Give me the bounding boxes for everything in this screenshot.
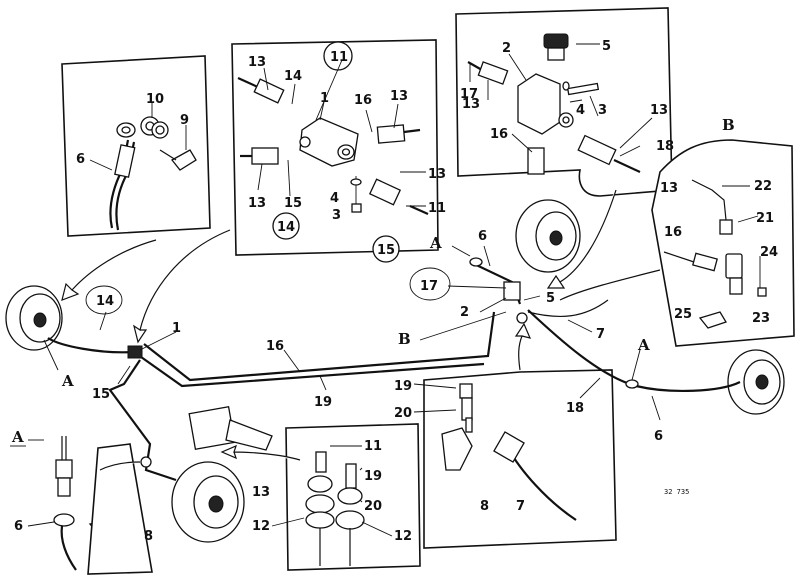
label-a: A [11,428,24,446]
label-a: A [61,372,74,390]
panel-right-bottom [413,369,617,549]
label-3: 3 [598,103,607,118]
drawing-number-stamp: 32 735 [664,488,689,496]
label-24: 24 [760,245,778,260]
label-5: 5 [546,291,555,306]
label-13: 13 [248,55,266,70]
label-2: 2 [502,41,511,56]
label-13: 13 [390,89,408,104]
label-20: 20 [364,499,382,514]
label-20: 20 [394,406,412,421]
panel-center-bottom [271,423,421,571]
label-5: 5 [602,39,611,54]
label-19: 19 [394,379,412,394]
label-16: 16 [490,127,508,142]
panel-rear-hose-detail [61,55,211,237]
label-14: 14 [284,69,302,84]
label-13: 13 [252,485,270,500]
label-21: 21 [756,211,774,226]
label-22: 22 [754,179,772,194]
label-18: 18 [566,401,584,416]
label-12: 12 [252,519,270,534]
panel-switch-detail [455,7,673,197]
label-b: B [398,330,411,348]
label-10: 10 [146,92,164,107]
label-6: 6 [14,519,23,534]
label-6: 6 [478,229,487,244]
label-a: A [429,234,442,252]
label-6: 6 [76,152,85,167]
label-4: 4 [330,191,339,206]
label-9: 9 [180,113,189,128]
label-19: 19 [364,469,382,484]
label-17: 17 [420,279,438,294]
label-15: 15 [92,387,110,402]
label-8: 8 [144,529,153,544]
label-18: 18 [656,139,674,154]
panel-a-inset [27,436,153,575]
label-6: 6 [654,429,663,444]
label-8: 8 [480,499,489,514]
label-7: 7 [516,499,525,514]
label-11: 11 [428,201,446,216]
label-23: 23 [752,311,770,326]
label-1: 1 [172,321,181,336]
main-assembly [5,199,785,543]
label-13: 13 [462,97,480,112]
label-3: 3 [332,208,341,223]
label-16: 16 [354,93,372,108]
panel-b-detail [651,139,795,347]
label-11: 11 [330,50,348,65]
label-16: 16 [266,339,284,354]
label-13: 13 [650,103,668,118]
label-1: 1 [320,91,329,106]
label-17: 17 [460,87,478,102]
label-14: 14 [96,294,114,309]
label-13: 13 [660,181,678,196]
label-19: 19 [314,395,332,410]
panel-tee-detail [231,39,439,263]
callout-arrows [61,189,661,471]
label-7: 7 [596,327,605,342]
label-11: 11 [364,439,382,454]
label-13: 13 [248,196,266,211]
label-13: 13 [428,167,446,182]
label-4: 4 [576,103,585,118]
label-2: 2 [460,305,469,320]
label-b: B [722,116,735,134]
label-a: A [637,336,650,354]
label-16: 16 [664,225,682,240]
label-15: 15 [377,243,395,258]
label-12: 12 [394,529,412,544]
label-25: 25 [674,307,692,322]
label-15: 15 [284,196,302,211]
part-labels: 10 9 6 13 14 11 1 16 13 13 15 14 4 3 11 … [10,39,778,544]
label-14: 14 [277,220,295,235]
